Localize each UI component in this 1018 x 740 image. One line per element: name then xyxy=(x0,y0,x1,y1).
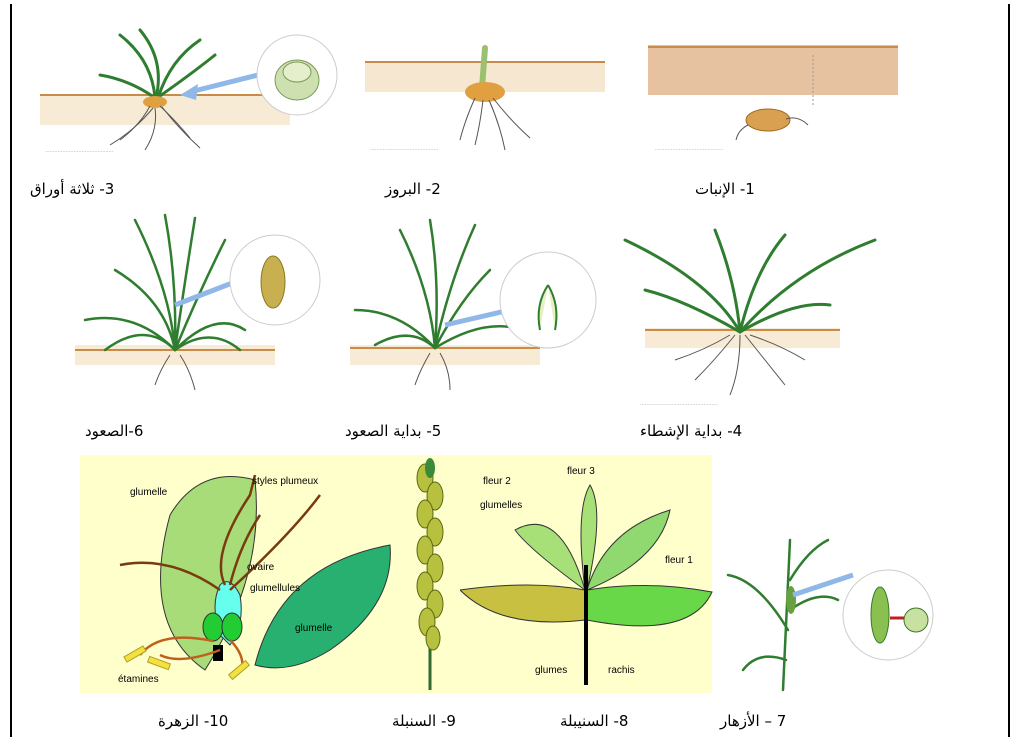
stage-2-emergence-illustration xyxy=(365,40,605,160)
label-etamines: étamines xyxy=(118,674,159,685)
label-glumes: glumes xyxy=(535,665,567,676)
stage-1-germination-illustration xyxy=(648,45,908,155)
source-note: ........................................… xyxy=(640,401,718,407)
source-note: ........................................… xyxy=(655,146,723,152)
label-fleur-1: fleur 1 xyxy=(665,555,693,566)
caption-stage-3: 3- ثلاثة أوراق xyxy=(30,180,114,198)
caption-stage-2: 2- البروز xyxy=(385,180,441,198)
label-fleur-2: fleur 2 xyxy=(483,476,511,487)
caption-stage-10: 10- الزهرة xyxy=(158,712,228,730)
label-glumellules: glumellules xyxy=(250,583,300,594)
caption-stage-6: 6-الصعود xyxy=(85,422,143,440)
stage-7-flowering-illustration xyxy=(718,520,968,700)
caption-stage-1: 1- الإنبات xyxy=(695,180,755,198)
source-note: ........................................… xyxy=(45,148,113,154)
label-fleur-3: fleur 3 xyxy=(567,466,595,477)
label-styles-plumeux: styles plumeux xyxy=(252,476,318,487)
caption-stage-9: 9- السنبلة xyxy=(392,712,456,730)
caption-stage-5: 5- بداية الصعود xyxy=(345,422,441,440)
stage-4-tillering-illustration xyxy=(615,220,885,410)
stage-5-beginning-elongation-illustration xyxy=(350,210,610,410)
label-rachis: rachis xyxy=(608,665,635,676)
caption-stage-7: 7 – الأزهار xyxy=(720,712,786,730)
source-note: ........................................… xyxy=(370,146,438,152)
label-glumelle-top: glumelle xyxy=(130,487,167,498)
label-glumelle-right: glumelle xyxy=(295,623,332,634)
caption-stage-4: 4- بداية الإشطاء xyxy=(640,422,742,440)
label-glumelles: glumelles xyxy=(480,500,522,511)
stage-9-spike-illustration xyxy=(405,458,455,690)
stage-3-three-leaves-illustration xyxy=(40,20,370,160)
caption-stage-8: 8- السنيبلة xyxy=(560,712,628,730)
stage-6-elongation-illustration xyxy=(75,210,335,410)
label-ovaire: ovaire xyxy=(247,562,274,573)
